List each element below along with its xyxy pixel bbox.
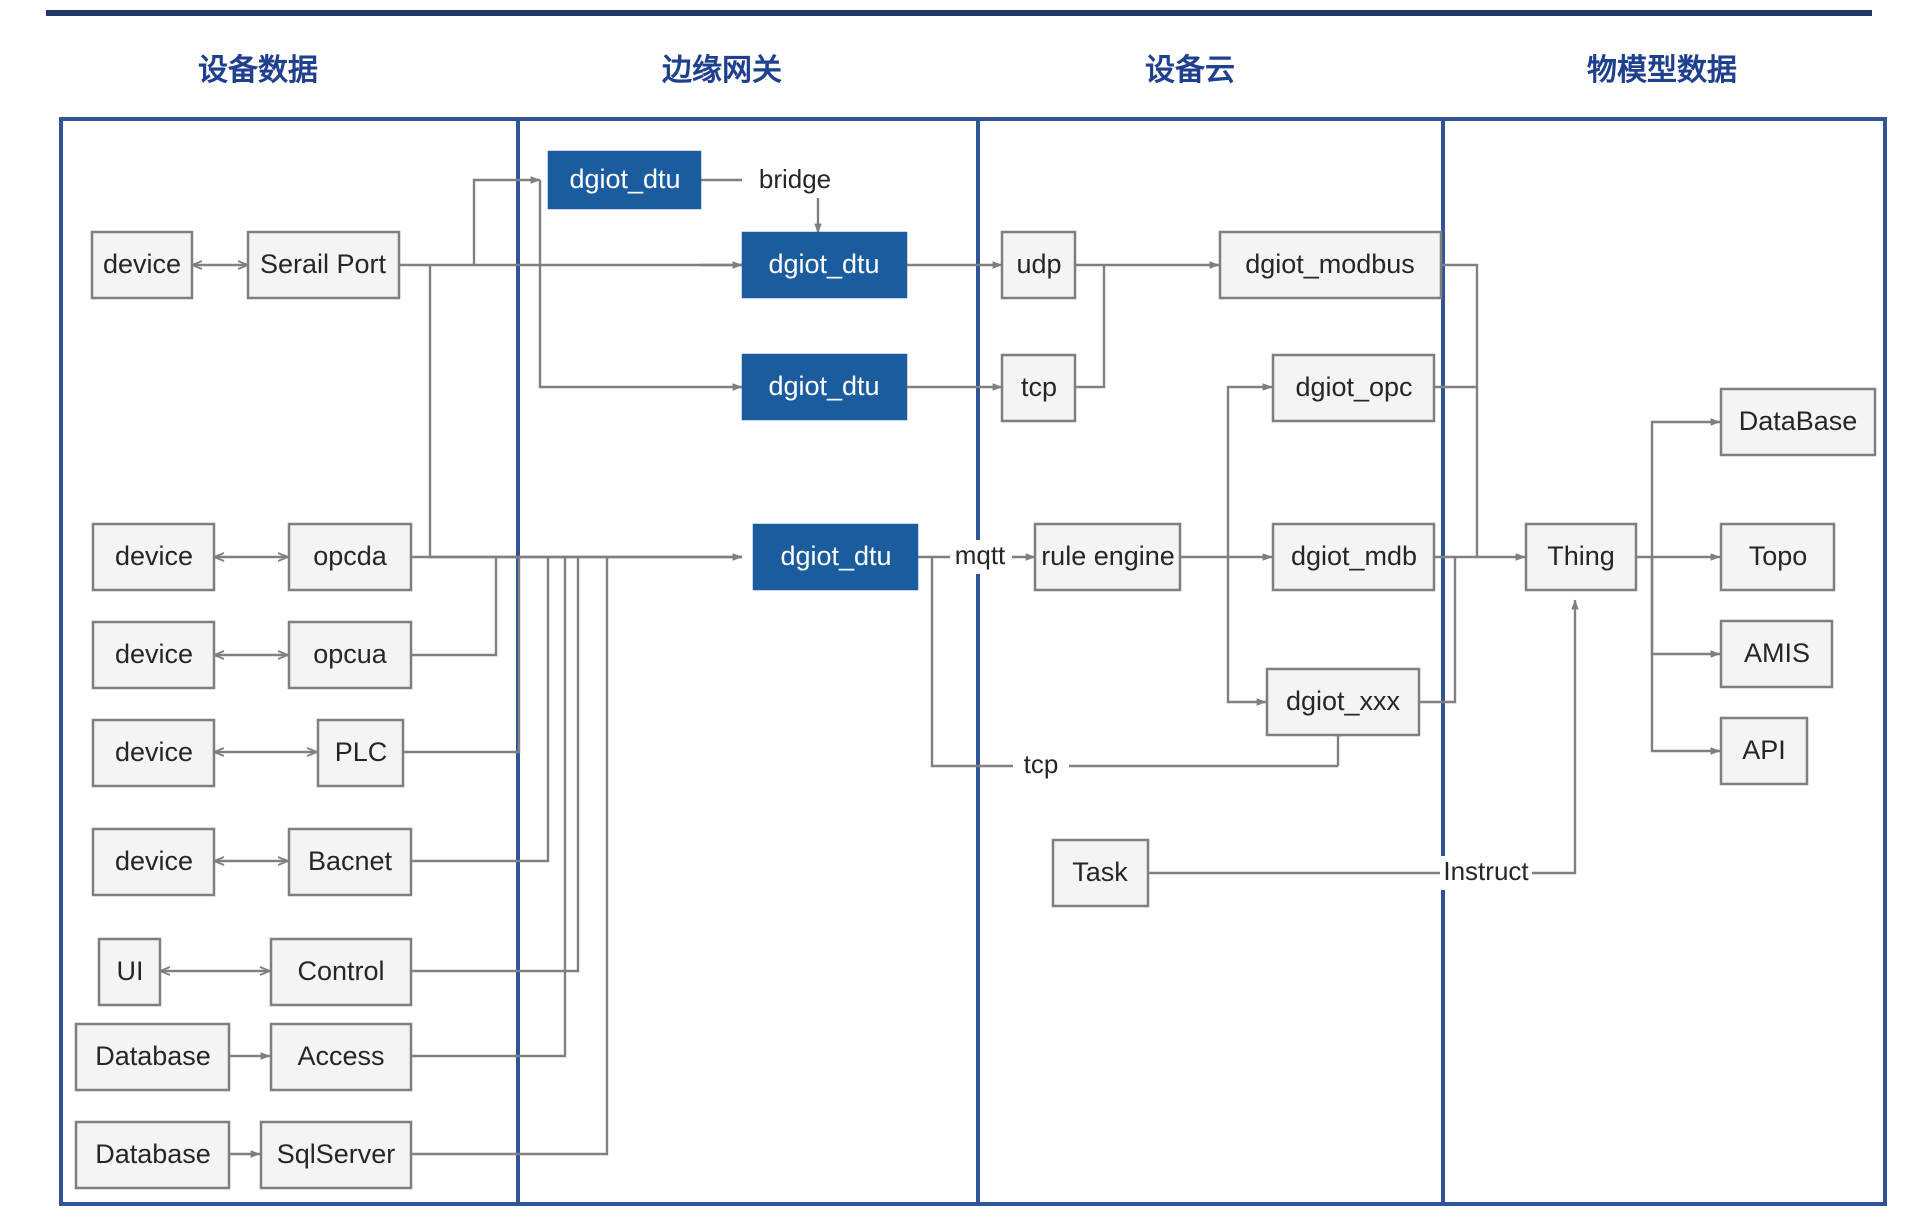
node-label: device [115, 541, 193, 571]
connector-control-to-trunk [411, 557, 580, 973]
edge-label-instruct: Instruct [1440, 856, 1532, 890]
node-access[interactable]: Access [269, 1022, 413, 1092]
connector-serialport-to-dtu-bridge [472, 176, 541, 265]
connector-layer [160, 176, 1721, 1158]
connector-access-to-trunk [411, 557, 567, 1058]
connector-thing-to-amis [1650, 557, 1721, 658]
column-title-device-cloud: 设备云 [1145, 53, 1235, 87]
node-dgiot-xxx[interactable]: dgiot_xxx [1265, 667, 1421, 737]
connector-serialport-to-dtu-tcp [538, 180, 743, 391]
panel-frame [59, 117, 1887, 1206]
node-label: device [103, 249, 181, 279]
node-rule-engine[interactable]: rule engine [1033, 522, 1182, 592]
node-device-opcda[interactable]: device [91, 522, 216, 592]
edge-label-text: mqtt [955, 540, 1006, 570]
node-label: dgiot_opc [1295, 372, 1412, 402]
node-device-bacnet[interactable]: device [91, 827, 216, 897]
node-amis[interactable]: AMIS [1719, 619, 1834, 689]
node-label: device [115, 639, 193, 669]
node-ui[interactable]: UI [97, 937, 162, 1007]
node-device-serial[interactable]: device [90, 230, 194, 300]
node-database-out[interactable]: DataBase [1719, 387, 1877, 457]
node-label: Database [95, 1041, 211, 1071]
node-api[interactable]: API [1719, 716, 1809, 786]
node-label: Bacnet [308, 846, 393, 876]
edge-label-bridge: bridge [748, 164, 846, 198]
node-label: rule engine [1041, 541, 1175, 571]
node-label: dgiot_xxx [1286, 686, 1401, 716]
node-label: Database [95, 1139, 211, 1169]
node-label: Control [297, 956, 384, 986]
node-label: device [115, 846, 193, 876]
node-database-access[interactable]: Database [74, 1022, 231, 1092]
node-opcda[interactable]: opcda [287, 522, 413, 592]
connector-dtu-mqtt-down-tcp [930, 557, 1015, 768]
node-dgiot-opc[interactable]: dgiot_opc [1271, 353, 1436, 423]
node-label: Thing [1547, 541, 1615, 571]
node-device-plc[interactable]: device [91, 718, 216, 788]
node-device-opcua[interactable]: device [91, 620, 216, 690]
node-label: dgiot_dtu [780, 541, 891, 571]
node-label: Serail Port [260, 249, 387, 279]
connector-dgiotxxx-to-thing [1419, 557, 1457, 704]
column-title-edge-gateway: 边缘网关 [662, 54, 782, 87]
node-database-sql[interactable]: Database [74, 1120, 231, 1190]
node-label: Access [297, 1041, 384, 1071]
node-label: opcua [313, 639, 388, 669]
column-title-thing-model: 物模型数据 [1587, 54, 1737, 87]
edge-label-text: bridge [759, 164, 831, 194]
node-label: dgiot_dtu [569, 164, 680, 194]
node-dgiot-modbus[interactable]: dgiot_modbus [1218, 230, 1443, 300]
node-topo[interactable]: Topo [1719, 522, 1836, 592]
node-thing[interactable]: Thing [1524, 522, 1638, 592]
connector-plc-to-trunk [362, 557, 521, 754]
node-label: dgiot_modbus [1245, 249, 1415, 279]
node-task[interactable]: Task [1051, 838, 1150, 908]
node-opcua[interactable]: opcua [287, 620, 413, 690]
node-label: udp [1016, 249, 1061, 279]
node-label: dgiot_dtu [768, 371, 879, 401]
node-label: opcda [313, 541, 388, 571]
node-udp[interactable]: udp [1000, 230, 1077, 300]
node-dgiot-mdb[interactable]: dgiot_mdb [1271, 522, 1436, 592]
connector-thing-to-api [1650, 557, 1721, 755]
connector-ruleengine-to-dgiotxxx [1226, 557, 1267, 706]
connector-serialport-down-trunk [428, 265, 742, 559]
connector-instruct-to-thing [1527, 599, 1579, 875]
node-dgiot-dtu-bridge[interactable]: dgiot_dtu [547, 150, 702, 210]
connector-opcua-to-trunk [411, 557, 498, 657]
node-label: Task [1072, 857, 1128, 887]
node-label: AMIS [1744, 638, 1810, 668]
connector-sqlserver-to-trunk [411, 557, 609, 1156]
node-label: PLC [335, 737, 388, 767]
connector-modbus-to-thing [1441, 263, 1479, 557]
node-label: dgiot_dtu [768, 249, 879, 279]
edge-label-text: Instruct [1443, 856, 1529, 886]
node-label: DataBase [1739, 406, 1858, 436]
node-bacnet[interactable]: Bacnet [287, 827, 413, 897]
node-label: API [1742, 735, 1786, 765]
node-dgiot-dtu-tcp[interactable]: dgiot_dtu [741, 353, 908, 421]
node-plc[interactable]: PLC [316, 718, 405, 788]
connector-ruleengine-to-opc [1226, 383, 1273, 557]
connector-tcp-to-modbus [1075, 265, 1106, 389]
node-label: dgiot_mdb [1291, 541, 1417, 571]
node-control[interactable]: Control [269, 937, 413, 1007]
node-tcp[interactable]: tcp [1000, 353, 1077, 423]
connector-bacnet-to-trunk [411, 557, 550, 863]
node-dgiot-dtu-udp[interactable]: dgiot_dtu [741, 231, 908, 299]
edge-label-text: tcp [1024, 749, 1059, 779]
node-label: tcp [1021, 372, 1057, 402]
column-title-device-data: 设备数据 [198, 53, 318, 87]
node-label: UI [117, 956, 144, 986]
node-label: device [115, 737, 193, 767]
node-sqlserver[interactable]: SqlServer [259, 1120, 413, 1190]
edge-label-tcp-low: tcp [1013, 749, 1069, 783]
node-serial-port[interactable]: Serail Port [246, 230, 401, 300]
node-label: SqlServer [277, 1139, 396, 1169]
node-label: Topo [1749, 541, 1808, 571]
edge-label-mqtt: mqtt [950, 540, 1012, 574]
node-dgiot-dtu-mqtt[interactable]: dgiot_dtu [752, 523, 919, 591]
